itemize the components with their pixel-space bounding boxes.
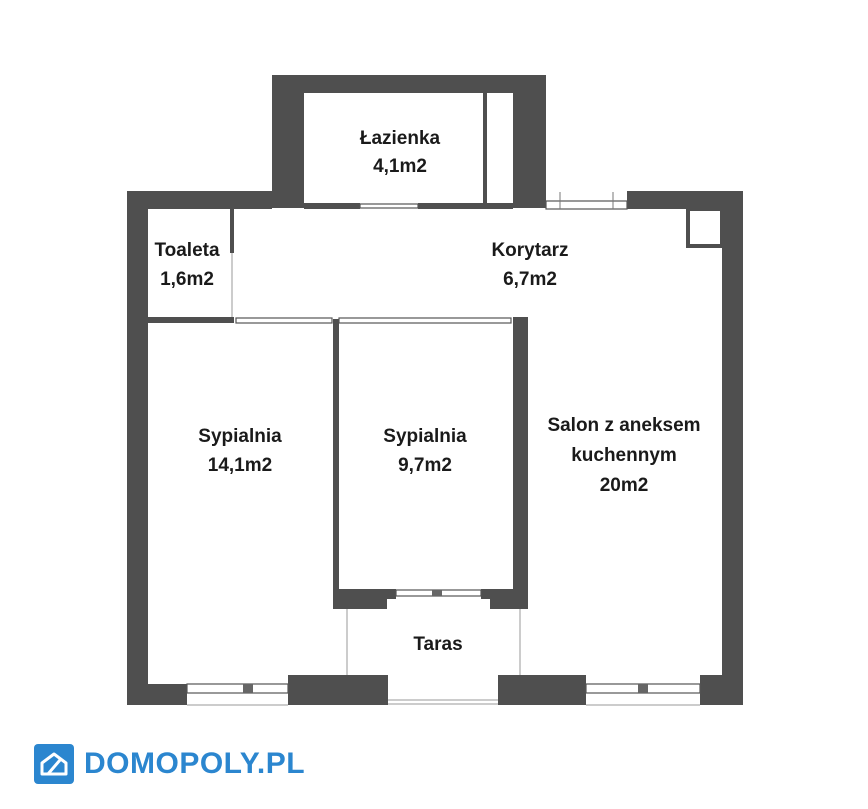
label-korytarz-area: 6,7m2 <box>503 269 557 290</box>
wall-bathroom-top <box>272 75 546 93</box>
wall-stub-b1 <box>288 684 296 705</box>
label-lazienka-area: 4,1m2 <box>373 156 427 177</box>
wall-bathroom-right <box>513 75 546 208</box>
wall-toilet-bottom <box>148 317 234 323</box>
wall-bathroom-left <box>272 75 304 208</box>
door-entrance <box>545 200 628 210</box>
brand-name: DOMOPOLY.PL <box>84 747 306 780</box>
label-sypialnia1-name: Sypialnia <box>198 426 282 447</box>
wall-right <box>722 191 743 705</box>
wall-top-left <box>127 191 272 209</box>
label-lazienka-name: Łazienka <box>360 128 441 149</box>
wall-top-right <box>627 191 743 209</box>
kitchen-corner-box <box>686 207 724 248</box>
label-taras-name: Taras <box>413 634 462 655</box>
brand-logo: DOMOPOLY.PL <box>34 744 305 784</box>
door-bathroom <box>359 203 419 209</box>
wall-bed2-bottom-right <box>490 589 528 609</box>
label-salon-area: 20m2 <box>600 475 649 496</box>
label-sypialnia1-area: 14,1m2 <box>208 455 272 476</box>
wall-toilet-side <box>230 209 234 253</box>
label-korytarz-name: Korytarz <box>491 240 568 261</box>
room-labels: Łazienka 4,1m2 Toaleta 1,6m2 Korytarz 6,… <box>154 128 700 655</box>
floor-plan: Łazienka 4,1m2 Toaleta 1,6m2 Korytarz 6,… <box>127 75 743 706</box>
label-toaleta-area: 1,6m2 <box>160 269 214 290</box>
wall-bottom-4 <box>700 675 743 705</box>
wall-bottom-3 <box>498 675 586 705</box>
wall-bathroom-bottom-right <box>418 203 513 209</box>
label-salon-name-1: Salon z aneksem <box>547 415 700 436</box>
wall-bathroom-inner <box>483 93 487 203</box>
walls <box>127 75 743 705</box>
wall-bed2-bottom-left <box>333 589 387 609</box>
wall-left <box>127 191 148 705</box>
wall-bottom-2 <box>288 675 388 705</box>
wall-bathroom-bottom-left <box>304 203 360 209</box>
wall-bed2-right <box>513 317 528 609</box>
house-logo-icon <box>34 744 74 784</box>
wall-bed2-stub-left <box>387 589 396 599</box>
openings <box>186 192 701 706</box>
wall-bed2-stub-right <box>481 589 490 599</box>
label-salon-name-2: kuchennym <box>571 445 677 466</box>
door-bedroom-1 <box>235 317 333 324</box>
label-toaleta-name: Toaleta <box>154 240 220 261</box>
wall-bottom-1 <box>127 684 187 705</box>
label-sypialnia2-area: 9,7m2 <box>398 455 452 476</box>
label-sypialnia2-name: Sypialnia <box>383 426 467 447</box>
door-bedroom-2 <box>338 317 512 324</box>
window-bedroom-1 <box>186 683 289 694</box>
wall-bed2-left <box>333 319 339 589</box>
